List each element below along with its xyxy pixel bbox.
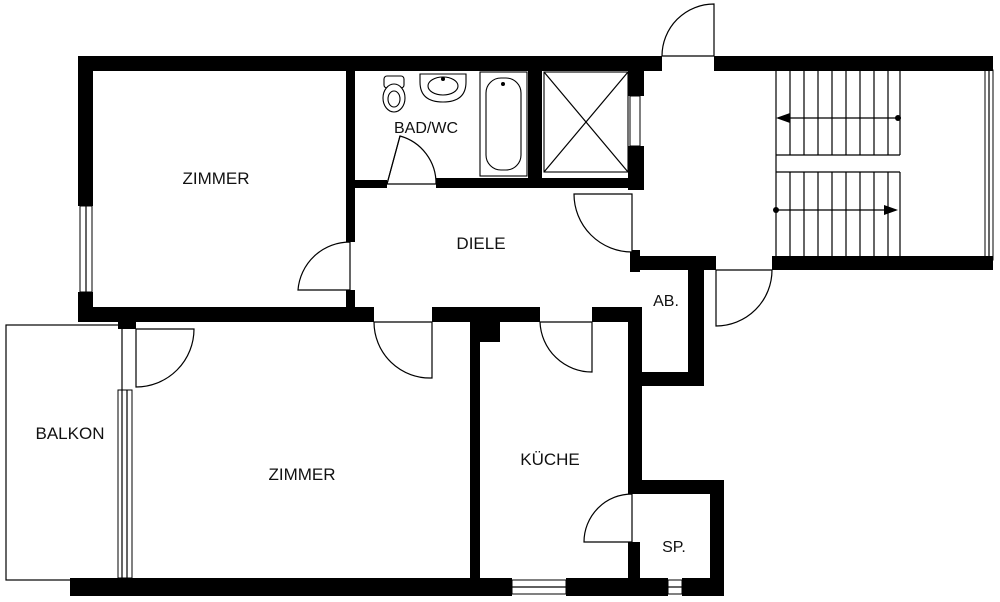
doors <box>135 3 773 543</box>
stair-arrow-up <box>776 113 901 123</box>
bathroom-door-icon <box>386 135 437 185</box>
stair-treads <box>775 70 901 258</box>
bathroom-fixtures <box>382 71 641 177</box>
stairwell <box>773 69 994 261</box>
walls <box>70 56 993 596</box>
balcony <box>5 324 133 581</box>
toilet-icon <box>382 75 406 113</box>
label-speisekammer: SP. <box>662 539 686 556</box>
shaft-icon <box>543 71 629 173</box>
vestibule-door-icon <box>573 193 633 253</box>
label-zimmer-bottom: ZIMMER <box>268 465 335 484</box>
label-abstellraum: AB. <box>653 293 679 310</box>
entrance-door-icon <box>661 3 715 57</box>
room-labels: ZIMMER BAD/WC DIELE AB. BALKON ZIMMER KÜ… <box>36 120 686 556</box>
label-diele: DIELE <box>456 234 505 253</box>
label-kueche: KÜCHE <box>520 450 580 469</box>
label-bad-wc: BAD/WC <box>394 120 458 137</box>
balcony-window <box>117 389 133 579</box>
stair-arrow-down <box>773 205 898 215</box>
pantry-door-icon <box>583 493 633 543</box>
label-balkon: BALKON <box>36 424 105 443</box>
upper-room-door-icon <box>297 241 351 291</box>
kitchen-door-icon <box>539 321 593 373</box>
stairwell-door-icon <box>715 269 773 327</box>
lower-room-door-icon <box>373 321 433 379</box>
balcony-door-icon <box>135 328 195 388</box>
label-zimmer-top: ZIMMER <box>182 169 249 188</box>
sink-icon <box>419 73 467 103</box>
shaft-window <box>629 95 641 147</box>
bathtub-icon <box>479 71 528 177</box>
